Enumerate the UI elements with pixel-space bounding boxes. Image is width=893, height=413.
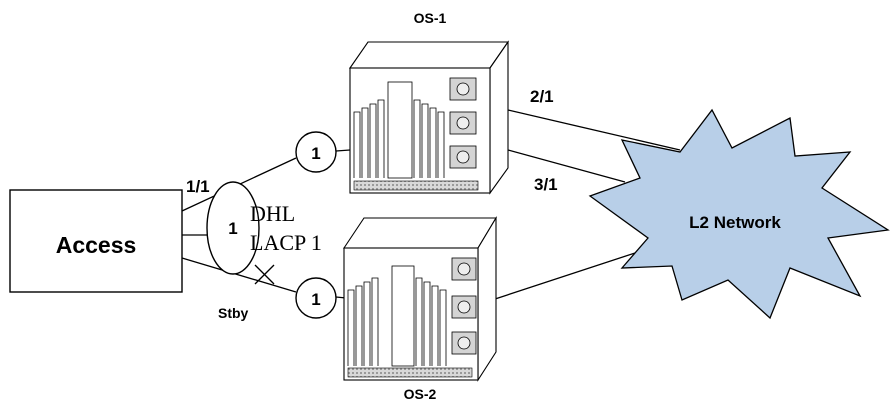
access-label: Access (56, 232, 137, 258)
switch-os2: OS-2 (342, 216, 497, 402)
port-badge-upper: 1 (295, 131, 337, 173)
standby-cross-icon (254, 264, 275, 285)
link-os2-to-cloud (491, 251, 639, 301)
protocol-line-2: LACP 1 (250, 230, 322, 255)
port-label-access: 1/1 (186, 177, 210, 196)
switch-os2-label: OS-2 (404, 386, 437, 402)
port-badge-lower: 1 (295, 277, 337, 319)
l2-network-cloud: L2 Network (588, 108, 890, 320)
access-device: Access (9, 189, 183, 293)
protocol-line-1: DHL (250, 201, 295, 226)
link-badge-to-os1 (335, 149, 351, 152)
cloud-label: L2 Network (689, 213, 781, 232)
link-access-to-os2-standby (181, 257, 297, 293)
port-label-uplink-b: 3/1 (534, 175, 558, 194)
port-badge-lower-label: 1 (311, 290, 320, 309)
switch-os1: OS-1 (348, 10, 510, 195)
port-badge-upper-label: 1 (311, 144, 320, 163)
port-label-uplink-a: 2/1 (530, 87, 554, 106)
links (181, 109, 681, 301)
switch-os1-label: OS-1 (414, 10, 447, 26)
link-os1-uplink-b (507, 149, 626, 183)
link-group-id: 1 (228, 219, 237, 238)
cloud-shape (588, 108, 890, 320)
link-os1-uplink-a (507, 109, 681, 151)
port-label-standby: Stby (218, 305, 249, 321)
link-aggregation-group: 1 (206, 181, 260, 275)
